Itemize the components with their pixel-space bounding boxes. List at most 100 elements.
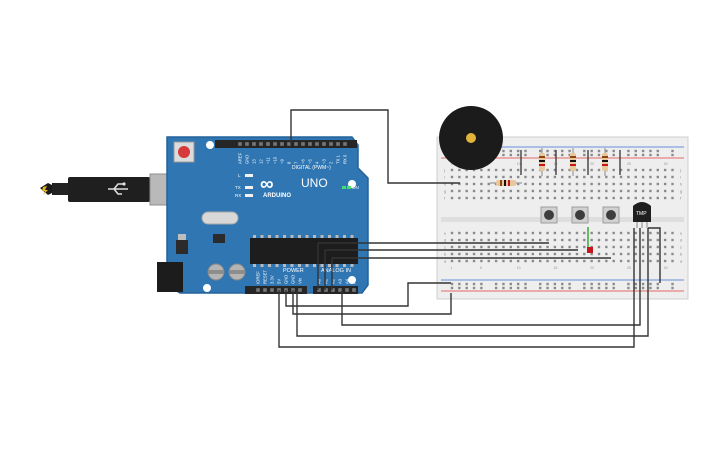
breadboard-hole[interactable] [619, 175, 623, 179]
breadboard-hole[interactable] [649, 252, 652, 256]
breadboard-hole[interactable] [524, 189, 527, 193]
rail-hole[interactable] [568, 149, 571, 153]
breadboard-hole[interactable] [524, 238, 527, 242]
digital-pin-header[interactable] [215, 140, 357, 148]
rail-hole[interactable] [656, 286, 659, 290]
breadboard-hole[interactable] [480, 238, 483, 242]
rail-hole[interactable] [472, 286, 476, 290]
breadboard-hole[interactable] [656, 196, 659, 200]
breadboard-hole[interactable] [612, 238, 615, 242]
breadboard-hole[interactable] [502, 196, 505, 200]
rail-hole[interactable] [539, 286, 542, 290]
breadboard-hole[interactable] [546, 182, 549, 186]
breadboard-hole[interactable] [575, 175, 579, 179]
rail-hole[interactable] [450, 286, 454, 290]
breadboard-hole[interactable] [546, 196, 549, 200]
rail-hole[interactable] [641, 149, 645, 153]
breadboard-hole[interactable] [605, 231, 608, 235]
breadboard-hole[interactable] [663, 245, 667, 249]
header-pin-hole[interactable] [308, 142, 312, 146]
rail-hole[interactable] [612, 286, 615, 290]
breadboard-hole[interactable] [663, 168, 667, 172]
header-pin-hole[interactable] [259, 142, 263, 146]
push-button-cap[interactable] [575, 210, 585, 220]
breadboard-hole[interactable] [597, 259, 601, 263]
breadboard-hole[interactable] [656, 182, 659, 186]
header-pin-hole[interactable] [331, 288, 335, 292]
rail-hole[interactable] [568, 286, 571, 290]
breadboard-hole[interactable] [641, 252, 645, 256]
resistor-vertical[interactable] [570, 148, 576, 176]
breadboard-hole[interactable] [502, 189, 505, 193]
rail-hole[interactable] [627, 286, 630, 290]
breadboard-hole[interactable] [524, 175, 527, 179]
breadboard-hole[interactable] [671, 189, 674, 193]
rail-hole[interactable] [502, 149, 505, 153]
breadboard-hole[interactable] [649, 168, 652, 172]
rail-hole[interactable] [612, 282, 615, 286]
breadboard-hole[interactable] [619, 238, 623, 242]
breadboard-hole[interactable] [531, 182, 535, 186]
breadboard-hole[interactable] [480, 189, 483, 193]
breadboard-hole[interactable] [539, 231, 542, 235]
breadboard-hole[interactable] [590, 189, 593, 193]
breadboard-hole[interactable] [516, 175, 520, 179]
breadboard-hole[interactable] [605, 238, 608, 242]
breadboard-hole[interactable] [458, 189, 461, 193]
breadboard-hole[interactable] [671, 175, 674, 179]
breadboard-hole[interactable] [590, 196, 593, 200]
breadboard-hole[interactable] [671, 252, 674, 256]
breadboard-hole[interactable] [472, 168, 476, 172]
breadboard-hole[interactable] [649, 238, 652, 242]
breadboard-hole[interactable] [509, 175, 512, 179]
header-pin-hole[interactable] [252, 142, 256, 146]
breadboard-hole[interactable] [619, 252, 623, 256]
header-pin-hole[interactable] [315, 142, 319, 146]
header-pin-hole[interactable] [287, 142, 291, 146]
breadboard-hole[interactable] [465, 238, 468, 242]
breadboard-hole[interactable] [524, 231, 527, 235]
rail-hole[interactable] [524, 286, 527, 290]
breadboard-hole[interactable] [450, 196, 454, 200]
breadboard-hole[interactable] [656, 252, 659, 256]
breadboard-hole[interactable] [568, 231, 571, 235]
rail-hole[interactable] [583, 153, 586, 157]
rail-hole[interactable] [465, 286, 468, 290]
breadboard-hole[interactable] [612, 175, 615, 179]
breadboard-hole[interactable] [561, 252, 564, 256]
breadboard-hole[interactable] [553, 189, 557, 193]
breadboard-hole[interactable] [487, 252, 490, 256]
header-pin-hole[interactable] [317, 288, 321, 292]
breadboard-hole[interactable] [597, 238, 601, 242]
rail-hole[interactable] [509, 286, 512, 290]
rail-hole[interactable] [502, 282, 505, 286]
breadboard-hole[interactable] [619, 231, 623, 235]
breadboard-hole[interactable] [450, 245, 454, 249]
breadboard-hole[interactable] [531, 231, 535, 235]
breadboard-hole[interactable] [472, 252, 476, 256]
header-pin-hole[interactable] [263, 288, 267, 292]
reset-button[interactable] [178, 146, 190, 158]
rail-hole[interactable] [494, 282, 498, 286]
breadboard-hole[interactable] [553, 168, 557, 172]
breadboard-hole[interactable] [590, 168, 593, 172]
header-pin-hole[interactable] [352, 288, 356, 292]
breadboard-hole[interactable] [568, 252, 571, 256]
breadboard-hole[interactable] [539, 245, 542, 249]
breadboard-hole[interactable] [502, 259, 505, 263]
rail-hole[interactable] [583, 282, 586, 286]
breadboard-hole[interactable] [487, 175, 490, 179]
breadboard-hole[interactable] [561, 196, 564, 200]
breadboard-hole[interactable] [487, 182, 490, 186]
breadboard-hole[interactable] [627, 168, 630, 172]
rail-hole[interactable] [546, 149, 549, 153]
breadboard-hole[interactable] [494, 189, 498, 193]
breadboard-hole[interactable] [458, 182, 461, 186]
breadboard-hole[interactable] [531, 238, 535, 242]
breadboard-hole[interactable] [450, 259, 454, 263]
breadboard-hole[interactable] [627, 245, 630, 249]
breadboard-hole[interactable] [597, 245, 601, 249]
breadboard-hole[interactable] [612, 189, 615, 193]
breadboard-hole[interactable] [590, 231, 593, 235]
